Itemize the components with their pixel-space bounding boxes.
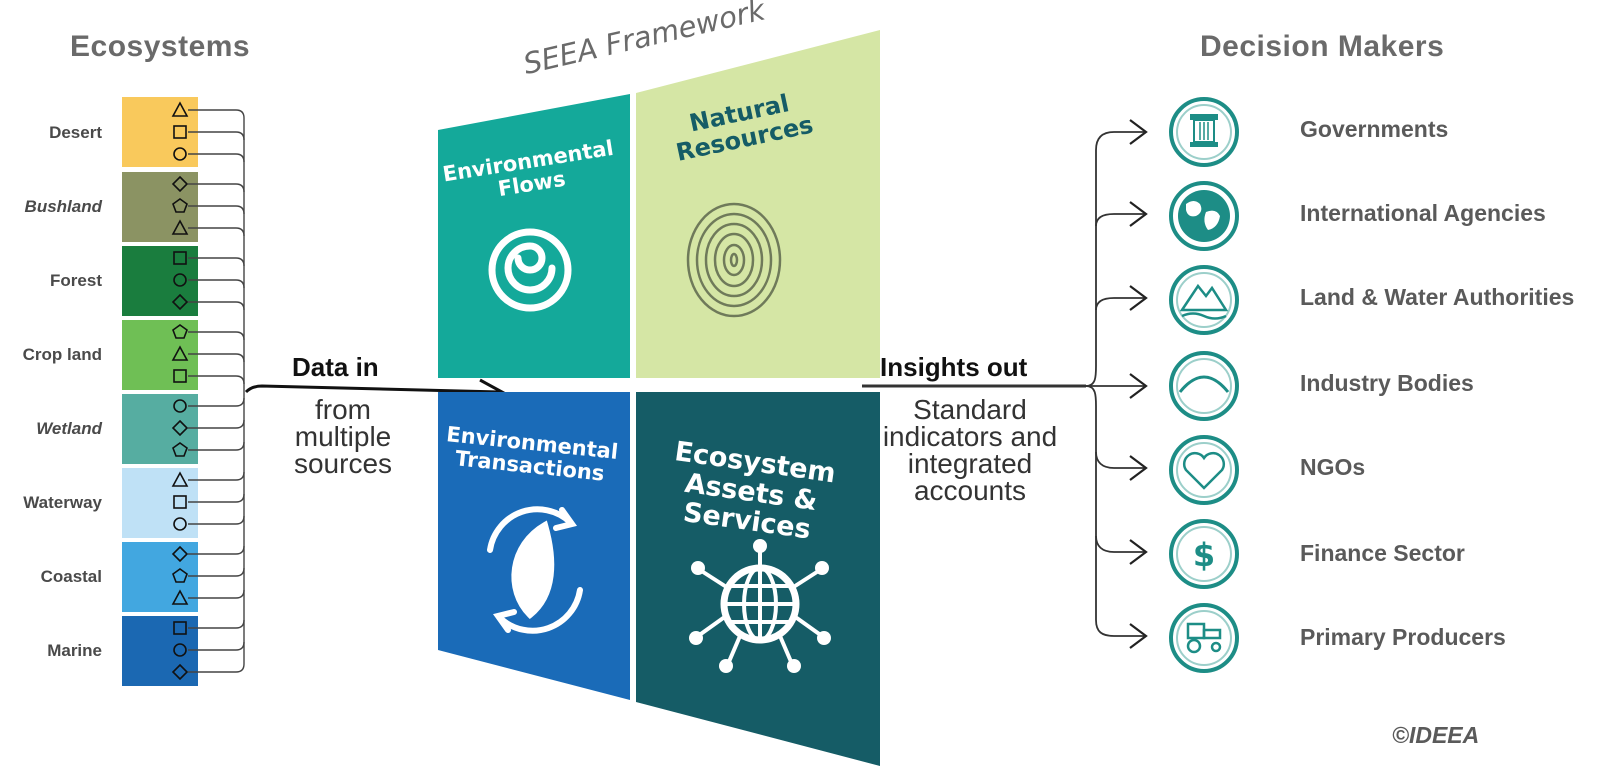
ecosystem-symbol [172,198,188,213]
eco-label-coastal: Coastal [40,567,102,586]
ecosystem-symbols [171,101,189,681]
data-in-line: sources [293,448,393,479]
credit-label: ©IDEEA [1392,722,1480,748]
branch-lines [1085,131,1144,637]
leaf-cycle-icon [487,506,583,634]
insights-out-line: Standard [913,394,1027,425]
ecosystems-title: Ecosystems [70,30,251,63]
mountain-icon [1169,265,1239,335]
branch-arrowheads [1129,119,1148,649]
eco-label-waterway: Waterway [23,493,102,512]
eco-label-desert: Desert [49,123,102,142]
connector-line [188,109,245,119]
ecosystem-symbol [173,399,187,413]
dm-label-land-water-authorities: Land & Water Authorities [1300,284,1575,310]
ecosystem-symbol [173,369,187,383]
ecosystem-symbol [171,663,189,681]
eco-label-marine: Marine [47,641,102,660]
connector-line [188,663,245,673]
ecosystem-symbol [173,643,187,657]
ecosystem-symbol [171,471,189,487]
tractor-icon [1169,603,1239,673]
insights-out-heading: Insights out [880,352,1028,382]
insights-out-line: integrated [907,448,1033,479]
ecosystem-symbol [171,345,189,361]
ecosystem-symbol [173,147,187,161]
swirl-icon [488,228,572,312]
dollar-icon: $ [1169,519,1239,589]
ecosystem-symbol [171,101,189,117]
ecosystem-symbol [173,251,187,265]
insights-out-line: accounts [913,475,1027,506]
dm-label-ngos: NGOs [1300,454,1366,480]
decision-makers-title: Decision Makers [1200,30,1445,63]
quadrant-environmental-flows [438,94,630,378]
ecosystem-symbol [171,545,189,563]
dm-label-industry-bodies: Industry Bodies [1300,370,1474,396]
hill-icon [1169,351,1239,421]
ecosystem-symbol [172,324,188,339]
dm-label-international-agencies: International Agencies [1300,200,1546,226]
dm-label-governments: Governments [1300,116,1449,142]
ecosystem-symbol [173,621,187,635]
eco-label-forest: Forest [50,271,102,290]
data-in-line: multiple [294,421,392,452]
eco-label-wetland: Wetland [36,419,102,438]
ecosystem-symbol [173,495,187,509]
dm-label-finance-sector: Finance Sector [1300,540,1465,566]
ecosystem-symbol [172,568,188,583]
insights-out-description: Standard indicators and integrated accou… [862,394,1078,506]
column-icon [1169,97,1239,167]
data-in-line: from [315,394,371,425]
ecosystem-symbol [171,175,189,193]
ecosystem-symbol [173,125,187,139]
insights-out-line: indicators and [882,421,1058,452]
ecosystem-symbol [171,419,189,437]
ecosystem-symbol [171,219,189,235]
data-in-heading: Data in [292,352,379,382]
ecosystem-connector-lines [188,109,245,673]
ecosystem-symbol [173,517,187,531]
dm-label-primary-producers: Primary Producers [1300,624,1506,650]
svg-text:$: $ [1193,536,1215,574]
fingerprint-icon [686,202,782,318]
network-globe-icon [689,539,831,673]
ecosystem-symbol [171,589,189,605]
data-in-description: from multiple sources [262,394,424,479]
ecosystem-symbol [172,442,188,457]
heart-handshake-icon [1169,435,1239,505]
eco-label-bushland: Bushland [24,197,102,216]
ecosystem-symbol [173,273,187,287]
ecosystem-symbol [171,293,189,311]
data-in-arrow [244,384,501,394]
globe-icon [1169,181,1239,251]
eco-label-cropland: Crop land [22,345,102,364]
